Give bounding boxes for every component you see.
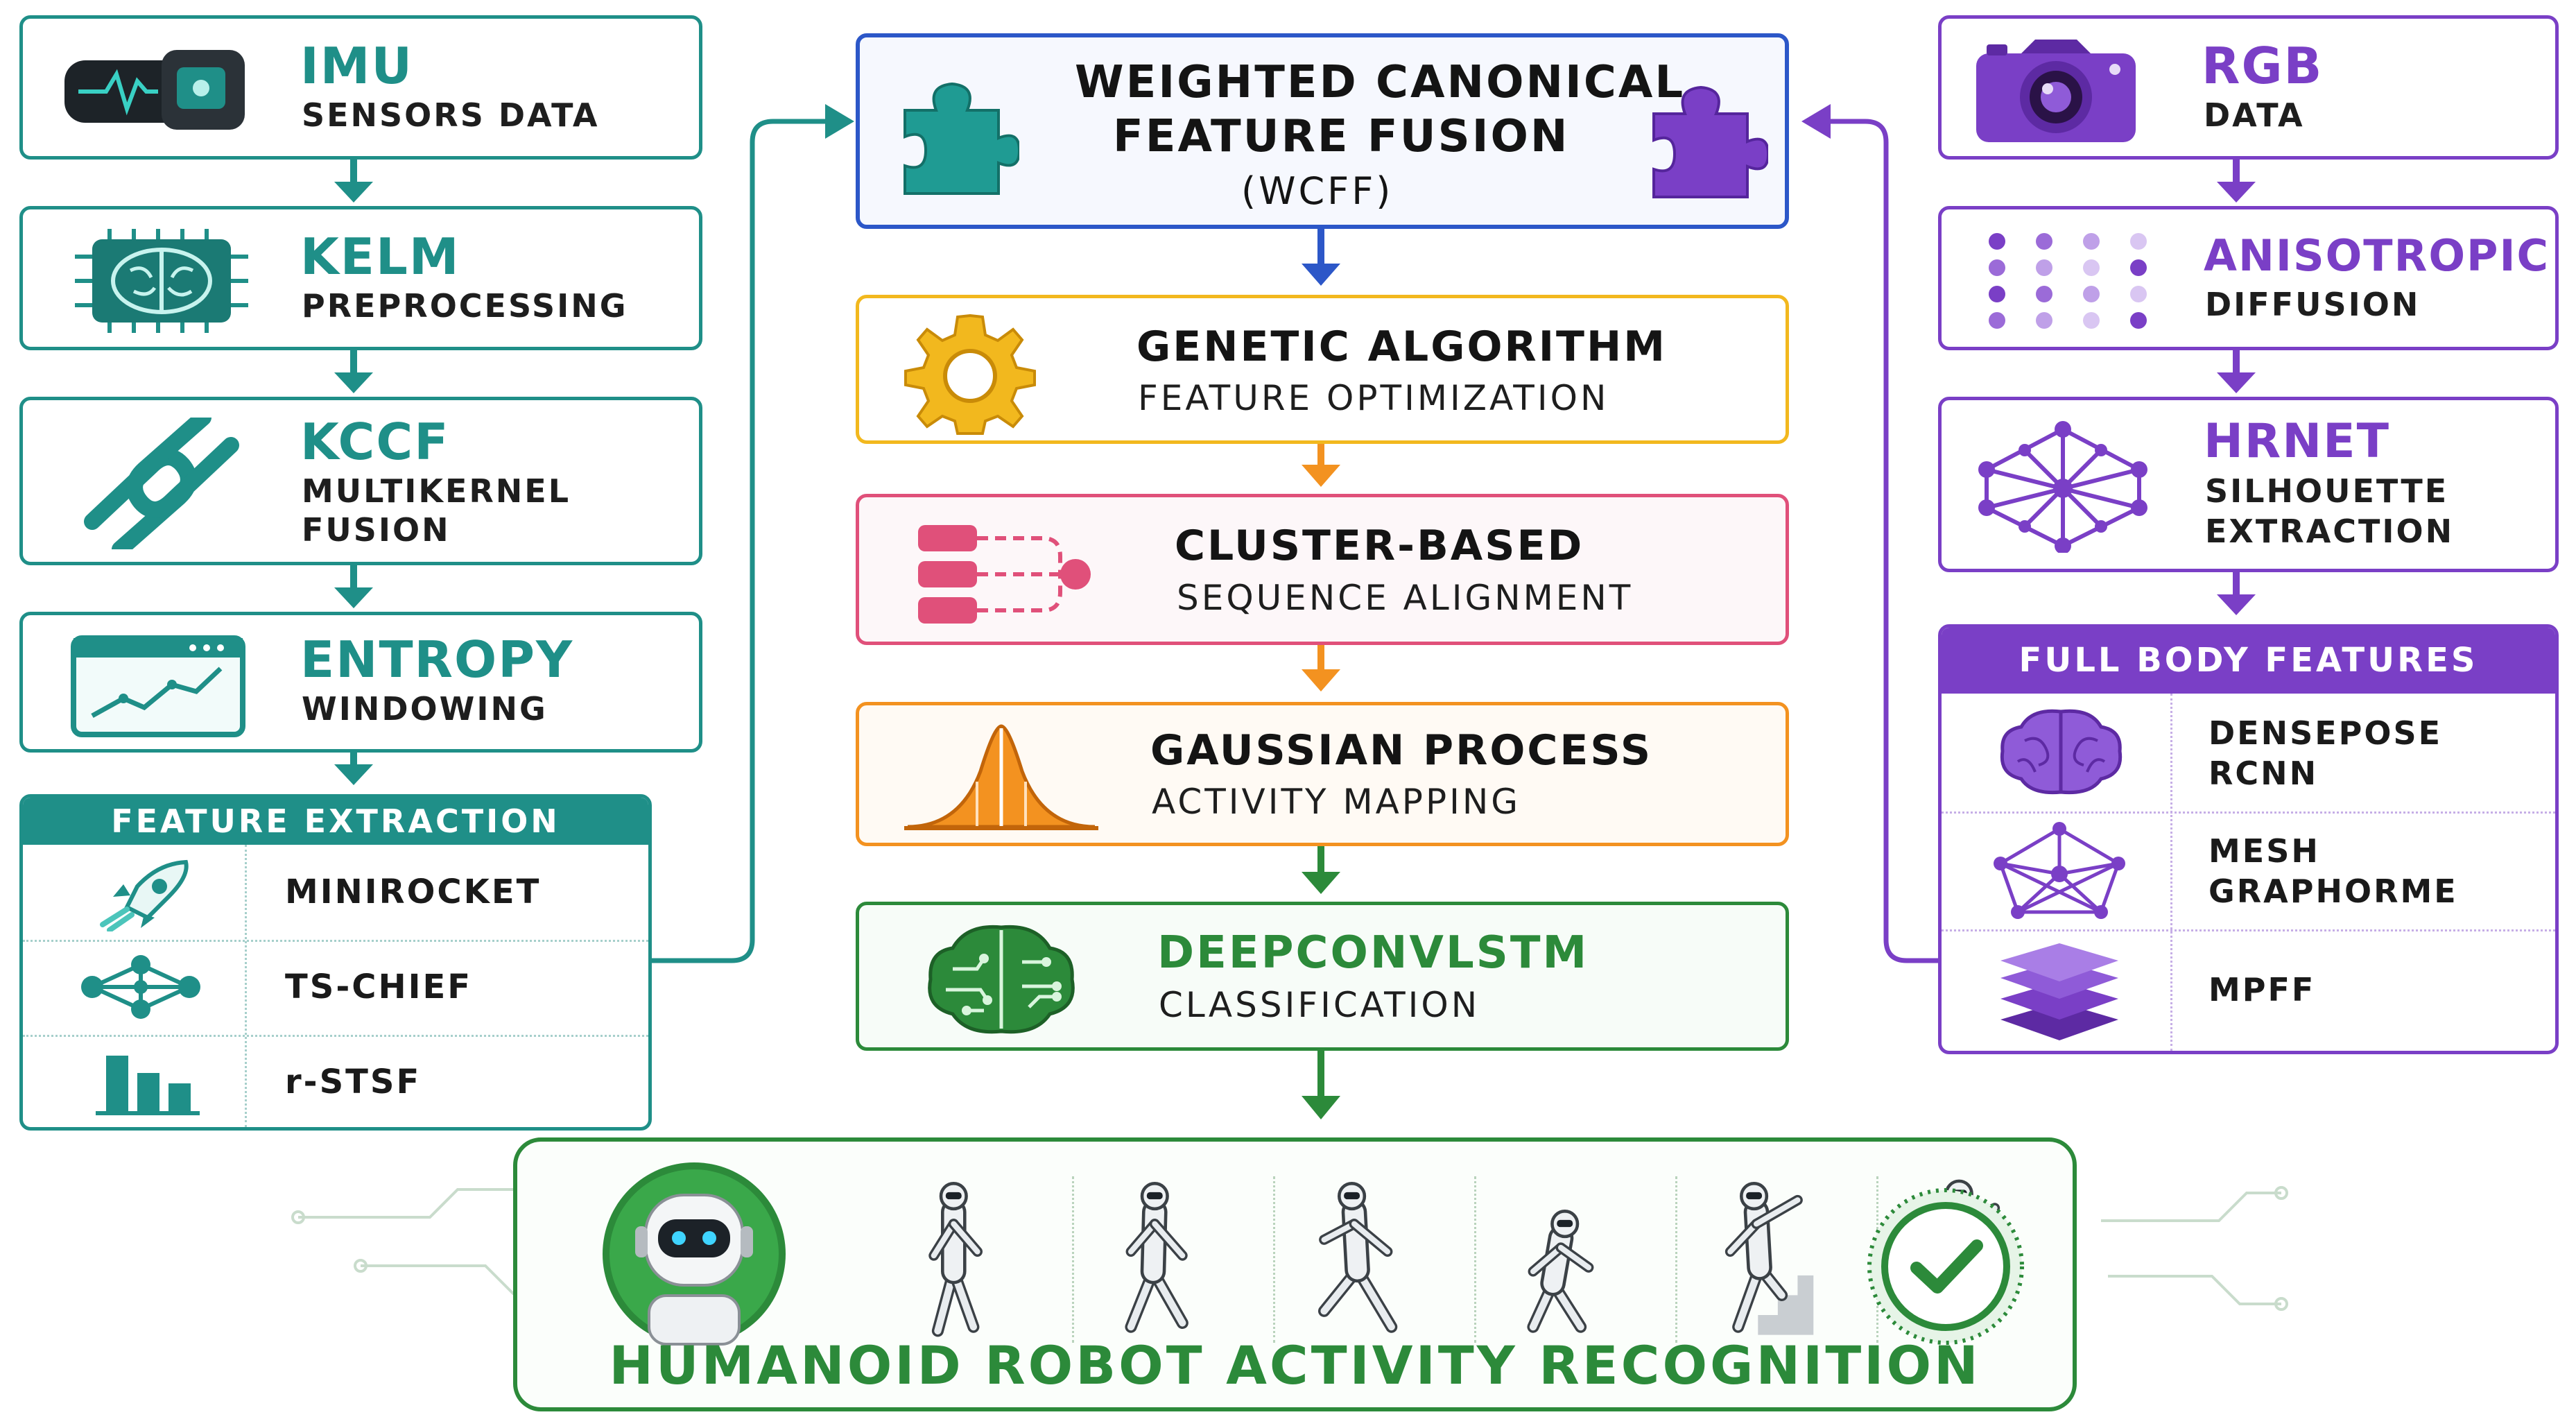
list-item[interactable]: r-STSF xyxy=(23,1035,648,1127)
hrnet-subtitle-line2: EXTRACTION xyxy=(2205,513,2455,550)
cluster-alignment-box[interactable]: CLUSTER-BASED SEQUENCE ALIGNMENT xyxy=(856,494,1789,645)
full-body-features-panel: FULL BODY FEATURES DENSEPOSE RCNN xyxy=(1938,624,2559,1054)
rgb-title: RGB xyxy=(2202,37,2324,95)
bar-chart-icon xyxy=(85,1045,210,1118)
anisotropic-box[interactable]: ANISOTROPIC DIFFUSION xyxy=(1938,206,2559,350)
cluster-title: CLUSTER-BASED xyxy=(1175,522,1584,570)
wcff-title-line2: FEATURE FUSION xyxy=(1113,111,1570,162)
kelm-box[interactable]: KELM PREPROCESSING xyxy=(19,206,702,350)
r-stsf-label: r-STSF xyxy=(285,1063,422,1101)
check-badge-icon xyxy=(1862,1183,2029,1350)
deepconv-subtitle: CLASSIFICATION xyxy=(1159,985,1480,1025)
robot-head-icon xyxy=(583,1157,805,1351)
kccf-title: KCCF xyxy=(300,413,450,471)
gear-icon xyxy=(901,309,1039,437)
list-item[interactable]: DENSEPOSE RCNN xyxy=(1942,694,2555,814)
list-item[interactable]: MESH GRAPHORME xyxy=(1942,811,2555,931)
anisotropic-subtitle: DIFFUSION xyxy=(2205,286,2421,323)
deepconvlstm-box[interactable]: DEEPCONVLSTM CLASSIFICATION xyxy=(856,902,1789,1051)
kccf-subtitle-line2: FUSION xyxy=(302,511,451,549)
brain-icon xyxy=(1997,706,2125,796)
feature-extraction-title: FEATURE EXTRACTION xyxy=(23,798,648,845)
gaussian-subtitle: ACTIVITY MAPPING xyxy=(1152,782,1521,822)
list-item[interactable]: MPFF xyxy=(1942,929,2555,1051)
mesh-graph-icon xyxy=(1990,822,2129,919)
circuit-brain-icon xyxy=(918,920,1084,1038)
robot-running-icon xyxy=(1318,1182,1398,1333)
imu-subtitle: SENSORS DATA xyxy=(302,96,600,134)
bell-curve-icon xyxy=(901,716,1102,837)
pose-separator xyxy=(1675,1176,1677,1343)
mesh-label-line1: MESH xyxy=(2208,832,2320,870)
full-body-to-wcff-connector xyxy=(1827,119,1938,963)
gaussian-title: GAUSSIAN PROCESS xyxy=(1150,726,1653,775)
brain-chip-icon xyxy=(61,222,262,340)
ga-subtitle: FEATURE OPTIMIZATION xyxy=(1138,378,1609,418)
gaussian-process-box[interactable]: GAUSSIAN PROCESS ACTIVITY MAPPING xyxy=(856,702,1789,846)
hrnet-box[interactable]: HRNET SILHOUETTE EXTRACTION xyxy=(1938,397,2559,572)
deepconv-title: DEEPCONVLSTM xyxy=(1157,927,1589,979)
banner-title: HUMANOID ROBOT ACTIVITY RECOGNITION xyxy=(609,1334,1981,1396)
robot-crouching-icon xyxy=(1527,1210,1594,1333)
densepose-label-line2: RCNN xyxy=(2208,755,2319,792)
imu-sensor-icon xyxy=(58,40,259,137)
robot-poses-strip xyxy=(864,1156,2126,1364)
wcff-title-line1: WEIGHTED CANONICAL xyxy=(1075,57,1686,108)
anisotropic-title: ANISOTROPIC xyxy=(2204,230,2550,281)
feature-extraction-to-wcff-connector xyxy=(652,119,829,963)
list-item[interactable]: TS-CHIEF xyxy=(23,940,648,1037)
chain-link-icon xyxy=(64,418,259,549)
robot-striding-icon xyxy=(1125,1182,1188,1333)
network-icon xyxy=(75,952,207,1022)
robot-walking-icon xyxy=(928,1182,983,1337)
wcff-box[interactable]: WEIGHTED CANONICAL FEATURE FUSION (WCFF) xyxy=(856,33,1789,229)
mesh-label-line2: GRAPHORME xyxy=(2208,873,2458,910)
sequence-alignment-icon xyxy=(915,518,1095,629)
densepose-label-line1: DENSEPOSE xyxy=(2208,714,2443,752)
left-flow-arrows xyxy=(334,160,373,785)
hrnet-subtitle-line1: SILHOUETTE xyxy=(2205,472,2449,510)
mpff-label: MPFF xyxy=(2208,971,2316,1008)
right-flow-arrows xyxy=(2217,160,2256,615)
feature-extraction-panel: FEATURE EXTRACTION MINIROCKET xyxy=(19,794,652,1131)
ga-title: GENETIC ALGORITHM xyxy=(1136,323,1667,371)
trend-window-icon xyxy=(68,633,248,740)
humanoid-recognition-banner[interactable]: HUMANOID ROBOT ACTIVITY RECOGNITION xyxy=(513,1137,2077,1411)
minirocket-label: MINIROCKET xyxy=(285,873,542,911)
full-body-title: FULL BODY FEATURES xyxy=(1942,628,2555,694)
kelm-subtitle: PREPROCESSING xyxy=(302,287,628,325)
entropy-subtitle: WINDOWING xyxy=(302,690,548,728)
pose-separator xyxy=(1072,1176,1074,1343)
imu-box[interactable]: IMU SENSORS DATA xyxy=(19,15,702,160)
rgb-box[interactable]: RGB DATA xyxy=(1938,15,2559,160)
teal-puzzle-icon xyxy=(884,69,1019,204)
cluster-subtitle: SEQUENCE ALIGNMENT xyxy=(1177,578,1634,618)
kelm-title: KELM xyxy=(300,227,460,286)
lattice-icon xyxy=(1976,421,2150,553)
camera-icon xyxy=(1973,36,2139,147)
layers-icon xyxy=(1994,940,2125,1044)
wcff-title-line3: (WCFF) xyxy=(1241,169,1394,213)
pose-separator xyxy=(1273,1176,1275,1343)
dot-grid-icon xyxy=(1980,230,2160,331)
rocket-icon xyxy=(82,855,200,931)
entropy-box[interactable]: ENTROPY WINDOWING xyxy=(19,612,702,753)
ts-chief-label: TS-CHIEF xyxy=(285,968,473,1006)
kccf-subtitle-line1: MULTIKERNEL xyxy=(302,472,571,510)
genetic-algorithm-box[interactable]: GENETIC ALGORITHM FEATURE OPTIMIZATION xyxy=(856,295,1789,444)
hrnet-title: HRNET xyxy=(2204,414,2391,469)
rgb-subtitle: DATA xyxy=(2204,96,2305,134)
list-divider xyxy=(245,845,247,1127)
list-divider xyxy=(2170,694,2172,1051)
kccf-box[interactable]: KCCF MULTIKERNEL FUSION xyxy=(19,397,702,565)
circuit-traces-decoration xyxy=(291,1186,2288,1311)
imu-title: IMU xyxy=(300,37,413,95)
entropy-title: ENTROPY xyxy=(300,630,574,689)
pose-separator xyxy=(1474,1176,1476,1343)
center-flow-arrows xyxy=(1302,229,1340,1119)
robot-climbing-stairs-icon xyxy=(1724,1182,1814,1335)
list-item[interactable]: MINIROCKET xyxy=(23,845,648,942)
